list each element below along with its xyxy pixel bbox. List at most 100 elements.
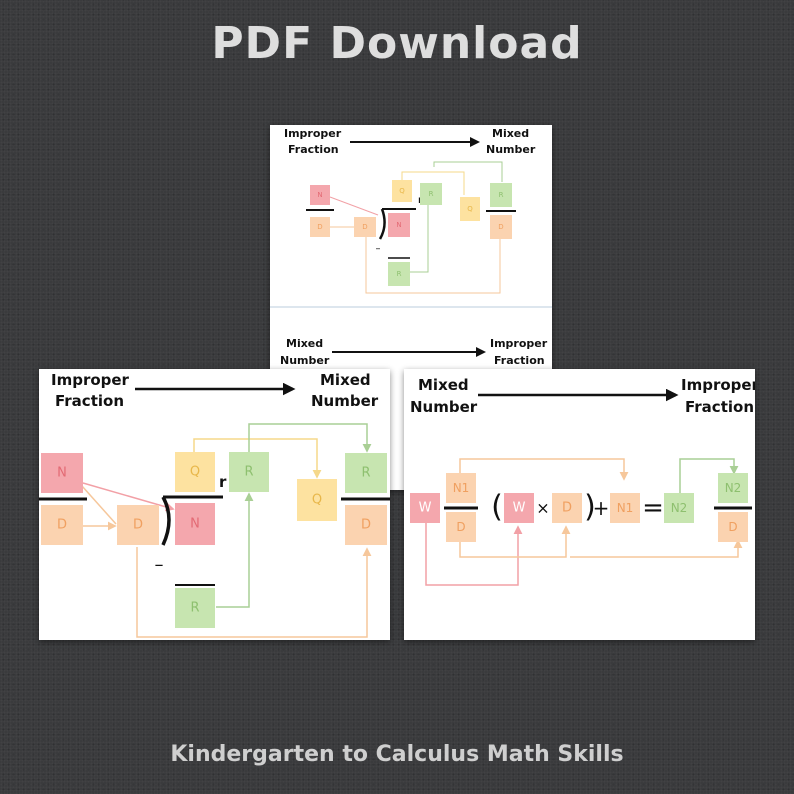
minus-sign: – [155,555,164,576]
equals-sign: = [642,493,664,523]
whole-box [410,493,440,523]
back-result-numerator-box [490,183,512,207]
whole-box [297,479,337,521]
back2-from-label-1: Mixed [286,337,323,350]
dividend-text: N [190,517,200,532]
connector-n2-to-result [679,458,739,493]
denominator-box [446,512,476,542]
n2-box [664,493,694,523]
back-dividend-box [388,213,410,237]
to-label-1: Mixed [320,371,371,389]
subtraction-result-text: R [190,601,199,616]
n1-term-text: N1 [617,501,634,515]
preview-page-improper-to-mixed: Improper Fraction Mixed Number N D D r Q… [39,369,390,640]
plus-sign: + [593,496,610,520]
back-denominator-text: D [317,223,322,231]
from-label-1: Mixed [418,376,469,394]
connector-numerator-to-dividend [82,482,175,512]
back-remainder-text: R [429,190,434,198]
result-denominator-box [718,512,748,542]
back-subtraction-result-text: R [397,270,402,278]
connector-denominator-to-divisor [81,485,117,525]
from-label-1: Improper [51,371,130,389]
preview-page-mixed-to-improper: Mixed Number Improper Fraction W N1 D ( … [404,369,755,640]
connector-whole-to-w-factor [425,521,523,586]
quotient-text: Q [190,465,200,480]
back-remainder-box [420,183,442,205]
division-bracket [161,496,171,546]
remainder-box [229,452,269,492]
divisor-box [117,505,159,545]
paren-close: ) [584,490,596,525]
back-whole-box [460,197,480,221]
back-connector-remainder [408,185,429,273]
back-numerator-box [310,185,330,205]
connector-quotient-to-whole [193,438,322,479]
result-denominator-text: D [728,520,737,534]
connector-denominator-to-d-factor [459,525,571,558]
back-divisor-box [354,217,376,237]
to-label-1: Improper [681,376,755,394]
connector-remainder-to-result [248,423,372,453]
footer-tagline: Kindergarten to Calculus Math Skills [170,742,624,767]
back-subtraction-result-box [388,262,410,286]
back-divisor-text: D [362,223,367,231]
numerator-text: N [57,466,67,481]
back-numerator-text: N [317,191,322,199]
n1-term-box [610,493,640,523]
connector-divisor-to-result-denominator [136,547,372,638]
whole-text: W [419,501,432,516]
mixed-to-improper-diagram: Mixed Number Improper Fraction W N1 D ( … [410,376,755,586]
back-quotient-text: Q [399,187,405,195]
d-factor-text: D [562,501,572,516]
denominator-box [41,505,83,545]
numerator-box [41,453,83,493]
subtraction-result-box [175,588,215,628]
to-label-2: Number [311,392,379,410]
back-division-bracket [378,208,386,240]
back-minus-sign: – [376,244,381,255]
result-numerator-text: N2 [725,481,742,495]
back-to-label-1: Mixed [492,127,529,140]
times-sign: × [536,499,549,518]
d-factor-box [552,493,582,523]
back-connector-remainder-up [433,161,503,182]
from-label-2: Number [410,398,478,416]
back-result-denominator-text: D [498,223,503,231]
denominator-text: D [57,518,67,533]
back-from-label-1: Improper [284,127,342,140]
back2-to-label-2: Fraction [494,354,545,367]
connector-n1-to-n1-term [459,458,629,481]
dividend-box [175,503,215,545]
improper-to-mixed-diagram: Improper Fraction Mixed Number N D D r Q… [39,371,390,638]
denominator-text: D [456,520,465,534]
quotient-box [175,452,215,492]
from-label-2: Fraction [55,392,124,410]
result-numerator-text: R [361,466,370,481]
back2-from-label-2: Number [280,354,330,367]
back-result-denominator-box [490,215,512,239]
remainder-text: R [244,465,253,480]
remainder-marker: r [219,473,227,491]
back-to-label-2: Number [486,143,536,156]
back-quotient-box [392,180,412,202]
back-result-numerator-text: R [499,191,504,199]
w-factor-box [504,493,534,523]
back-dividend-text: N [396,221,401,229]
result-numerator-box [718,473,748,503]
back-page-diagrams: Improper Fraction Mixed Number N D D r Q… [270,127,552,367]
back-connector-numerator [329,196,379,216]
numerator-box [446,473,476,503]
whole-text: Q [312,493,322,508]
page-title: PDF Download [211,18,583,69]
result-denominator-box [345,505,387,545]
n2-text: N2 [671,501,688,515]
to-label-2: Fraction [685,398,754,416]
back-denominator-box [310,217,330,237]
connector-d-to-result-denominator [570,539,743,558]
back-whole-text: Q [467,205,473,213]
back-from-label-2: Fraction [288,143,339,156]
numerator-text: N1 [453,481,470,495]
divisor-text: D [133,518,143,533]
back-connector-denominator-loop [365,237,501,294]
